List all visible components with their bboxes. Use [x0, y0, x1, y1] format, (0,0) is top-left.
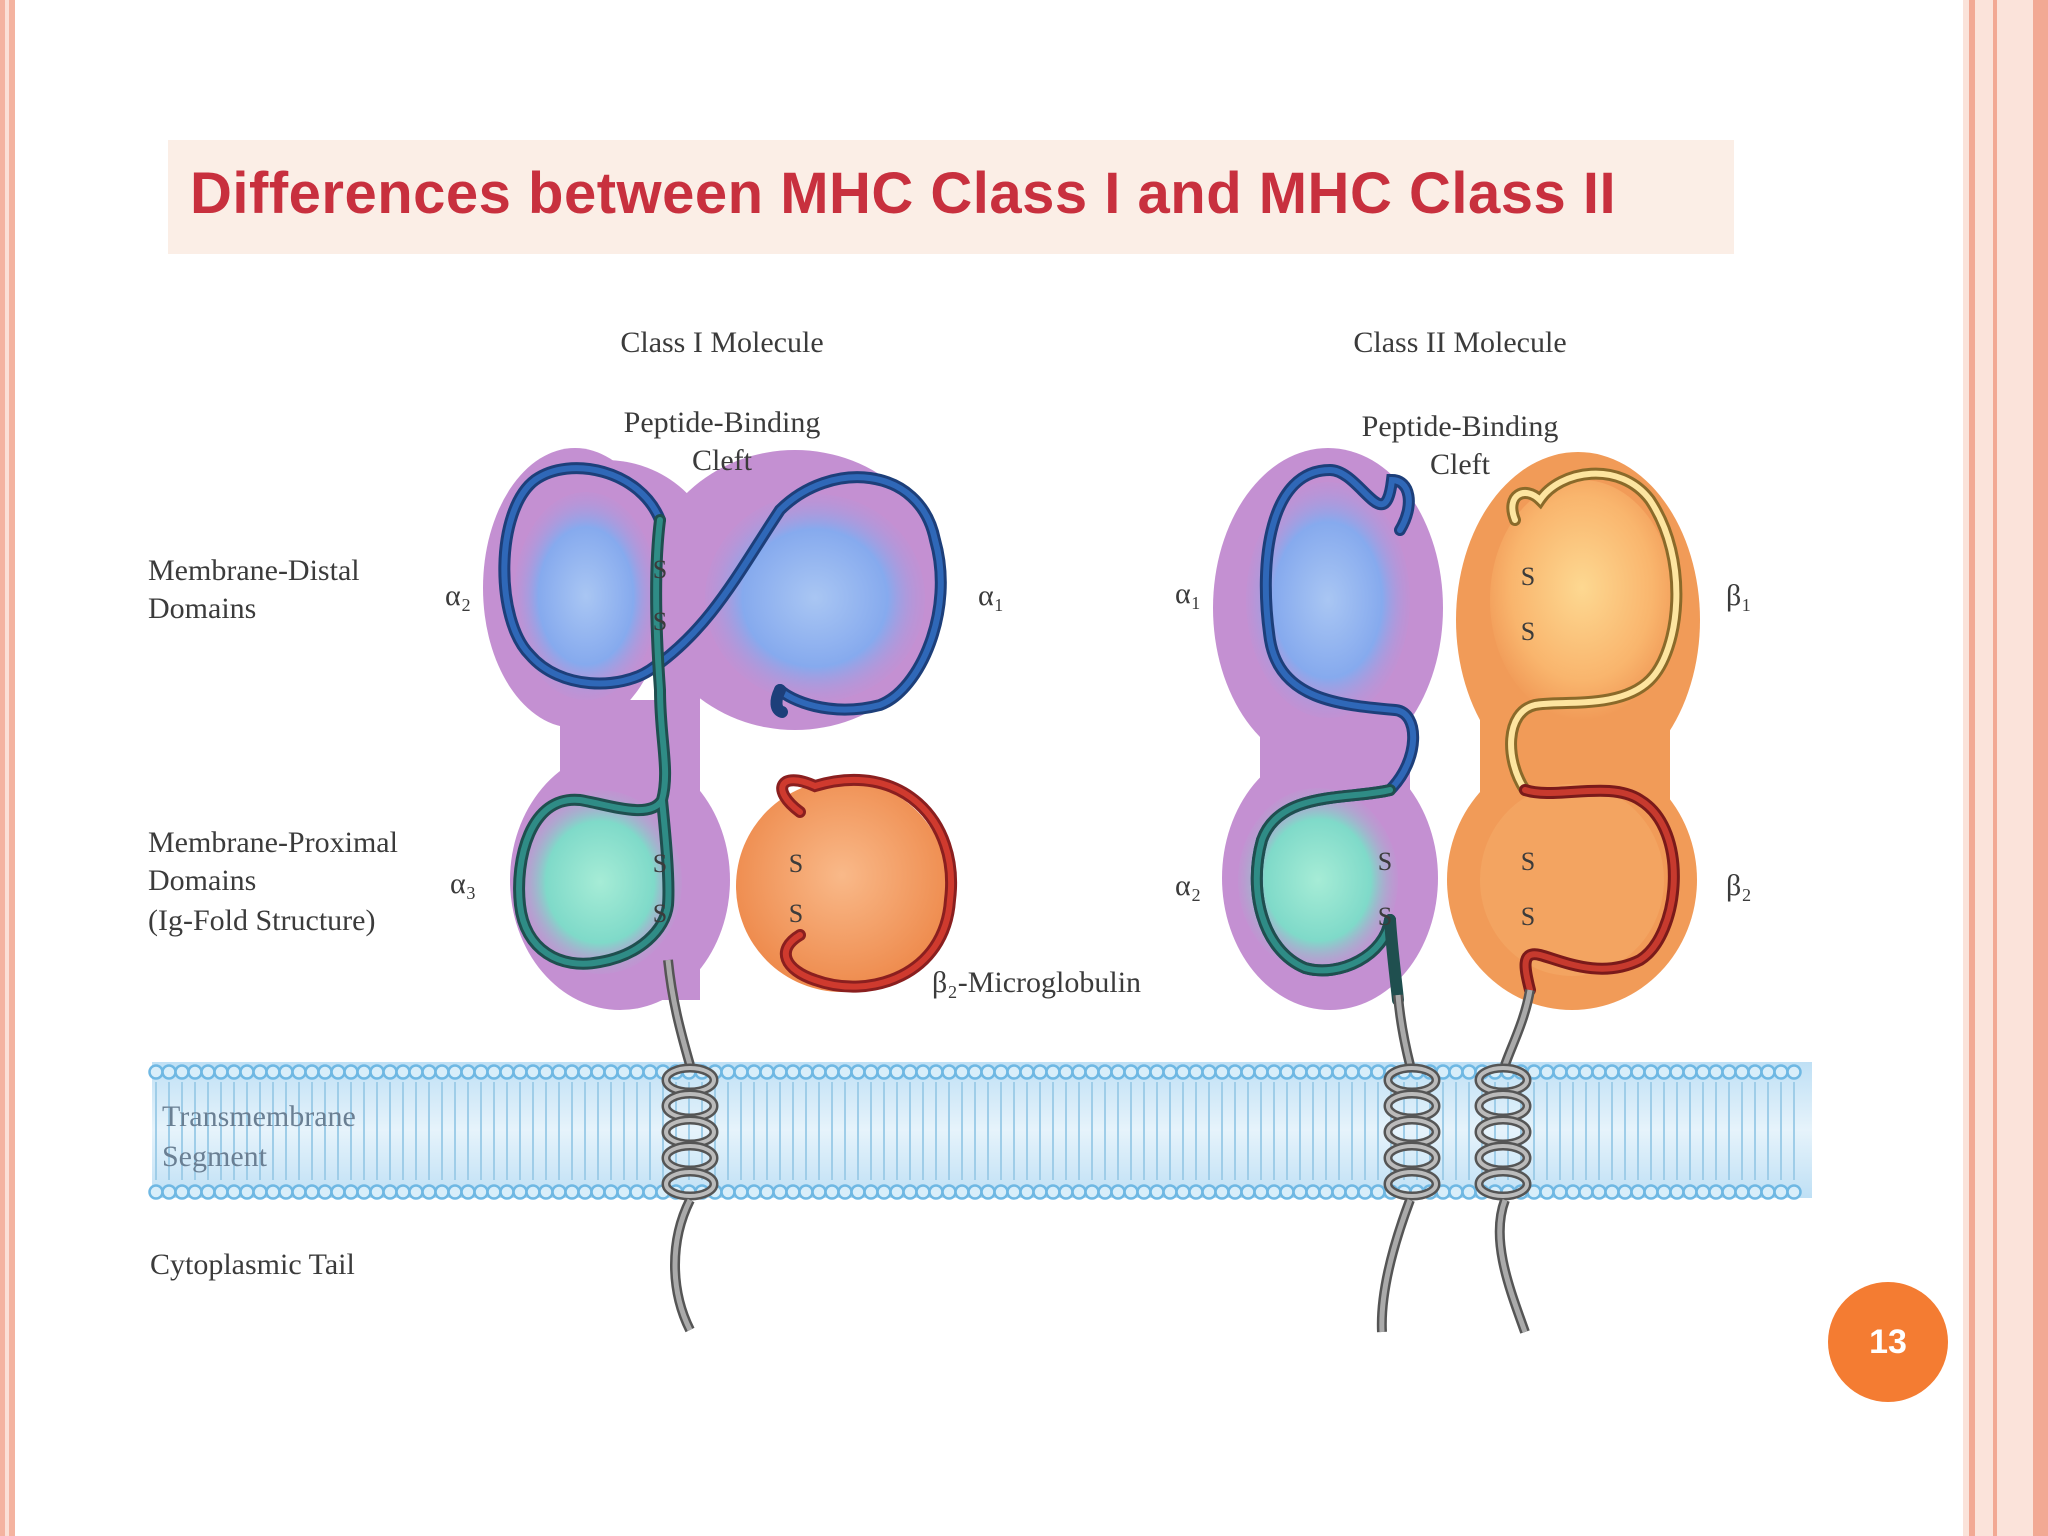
- class1-cleft-label-line1: Peptide-Binding: [624, 406, 821, 439]
- class2-alpha-backbone: [1250, 463, 1420, 1006]
- class2-b1-disulfide-s1: S: [1521, 562, 1535, 591]
- class2-a2-disulfide-s2: S: [1378, 902, 1392, 931]
- page-number-badge: 13: [1828, 1282, 1948, 1402]
- class2-cleft-label-line1: Peptide-Binding: [1362, 410, 1559, 443]
- class1-a2-disulfide-s1: S: [653, 555, 667, 584]
- class2-a2-disulfide-s1: S: [1378, 847, 1392, 876]
- title-band: [168, 140, 1734, 254]
- class1-a2-core: [514, 492, 658, 700]
- proximal-label-line1: Membrane-Proximal: [148, 826, 398, 859]
- class2-beta-transmembrane-helix: [1474, 1063, 1532, 1201]
- proximal-label-line2: Domains: [148, 864, 256, 897]
- class1-molecule: S S S S S S: [483, 448, 958, 1333]
- class2-b1-label: β₁: [1726, 579, 1752, 612]
- left-frame-border: [0, 0, 15, 1536]
- membrane-heads-top: [148, 1064, 1802, 1080]
- class1-alpha-backbone: [498, 462, 947, 970]
- class2-a1-label: α₁: [1175, 577, 1201, 610]
- transmembrane-label-line2: Segment: [162, 1140, 268, 1173]
- class1-a2-label: α₂: [445, 579, 471, 612]
- class2-b1-core: [1490, 480, 1674, 720]
- class2-beta-backbone: [1505, 467, 1683, 996]
- class2-cleft-label-line2: Cleft: [1430, 448, 1491, 481]
- class2-alpha-cytoplasmic-tail: [1376, 1198, 1415, 1333]
- class2-b2-disulfide-s2: S: [1521, 902, 1535, 931]
- class2-b2-label: β₂: [1726, 869, 1752, 902]
- class1-a3-core: [518, 790, 682, 974]
- class1-a3-label: α₃: [450, 867, 476, 900]
- class1-a1-label: α₁: [978, 579, 1004, 612]
- right-frame-border: [1963, 0, 2048, 1536]
- class2-b2-core: [1480, 784, 1664, 976]
- cell-membrane: [148, 1062, 1812, 1200]
- class1-a3-disulfide-s1: S: [653, 849, 667, 878]
- membrane-heads-bottom: [148, 1184, 1802, 1200]
- transmembrane-label-line1: Transmembrane: [162, 1100, 356, 1133]
- class2-molecule: S S S S S S: [1213, 448, 1700, 1334]
- class1-transmembrane-helix: [661, 1063, 719, 1201]
- class1-cleft-label-line2: Cleft: [692, 444, 753, 477]
- b2m-disulfide-s2: S: [789, 899, 803, 928]
- b2-microglobulin-label: β₂-Microglobulin: [932, 966, 1141, 999]
- class2-a2-core: [1238, 788, 1398, 972]
- class2-alpha-transmembrane-helix: [1383, 1063, 1441, 1201]
- class1-a2-disulfide-s2: S: [653, 607, 667, 636]
- class2-b2-disulfide-s1: S: [1521, 847, 1535, 876]
- class2-b1-disulfide-s2: S: [1521, 617, 1535, 646]
- distal-label-line2: Domains: [148, 592, 256, 625]
- class1-a3-disulfide-s2: S: [653, 899, 667, 928]
- class2-heading: Class II Molecule: [1353, 326, 1566, 359]
- class2-a2-label: α₂: [1175, 869, 1201, 902]
- distal-label-line1: Membrane-Distal: [148, 554, 360, 587]
- slide-title: Differences between MHC Class I and MHC …: [190, 161, 1617, 226]
- class1-a1-core: [705, 494, 925, 702]
- proximal-label-line3: (Ig-Fold Structure): [148, 904, 375, 937]
- class2-a1-core: [1246, 482, 1410, 718]
- class1-heading: Class I Molecule: [620, 326, 823, 359]
- b2m-disulfide-s1: S: [789, 849, 803, 878]
- cytoplasmic-tail-label: Cytoplasmic Tail: [150, 1248, 355, 1281]
